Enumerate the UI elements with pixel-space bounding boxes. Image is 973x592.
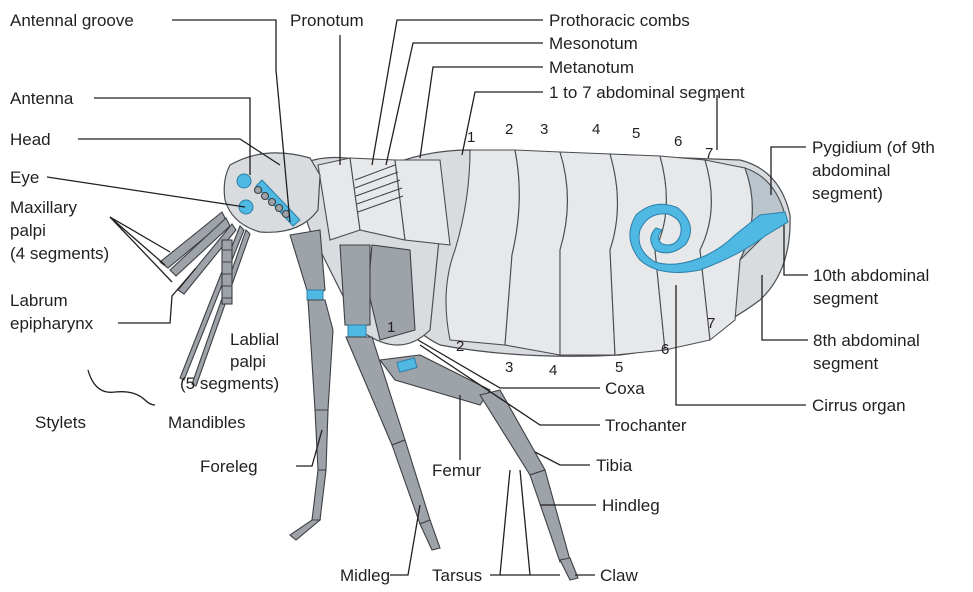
label-foreleg: Foreleg: [200, 457, 258, 476]
label-midleg: Midleg: [340, 566, 390, 585]
label-claw: Claw: [600, 566, 639, 585]
label-cirrus-organ: Cirrus organ: [812, 396, 906, 415]
label-head: Head: [10, 130, 51, 149]
label-antenna: Antenna: [10, 89, 74, 108]
top-number-5: 5: [632, 125, 640, 142]
label-hindleg: Hindleg: [602, 496, 660, 515]
top-number-6: 6: [674, 133, 682, 150]
label-labrum-1: Labrum: [10, 291, 68, 310]
label-tibia: Tibia: [596, 456, 633, 475]
top-number-3: 3: [540, 121, 548, 138]
bottom-number-1: 1: [387, 319, 395, 336]
label-maxillary-2: palpi: [10, 221, 46, 240]
label-8th-2: segment: [813, 354, 878, 373]
label-mandibles: Mandibles: [168, 413, 246, 432]
label-labial-1: Lablial: [230, 330, 279, 349]
label-pygidium-2: abdominal: [812, 161, 890, 180]
bottom-number-2: 2: [456, 338, 464, 355]
label-maxillary-1: Maxillary: [10, 198, 78, 217]
label-femur: Femur: [432, 461, 481, 480]
label-labrum-2: epipharynx: [10, 314, 94, 333]
label-mesonotum: Mesonotum: [549, 34, 638, 53]
label-pygidium-3: segment): [812, 184, 883, 203]
label-tarsus: Tarsus: [432, 566, 482, 585]
label-10th-1: 10th abdominal: [813, 266, 929, 285]
label-pygidium-1: Pygidium (of 9th: [812, 138, 935, 157]
head: [224, 153, 320, 232]
label-eye: Eye: [10, 168, 39, 187]
bottom-number-6: 6: [661, 341, 669, 358]
bottom-number-3: 3: [505, 359, 513, 376]
label-abdominal-segments: 1 to 7 abdominal segment: [549, 83, 745, 102]
label-metanotum: Metanotum: [549, 58, 634, 77]
foreleg: [290, 230, 333, 540]
bottom-number-7: 7: [707, 315, 715, 332]
label-coxa: Coxa: [605, 379, 645, 398]
label-labial-2: palpi: [230, 352, 266, 371]
label-10th-2: segment: [813, 289, 878, 308]
top-number-1: 1: [467, 129, 475, 146]
top-number-4: 4: [592, 121, 600, 138]
label-antennal-groove: Antennal groove: [10, 11, 134, 30]
label-maxillary-3: (4 segments): [10, 244, 109, 263]
bottom-number-4: 4: [549, 362, 557, 379]
bottom-number-5: 5: [615, 359, 623, 376]
top-number-7: 7: [705, 145, 713, 162]
label-labial-3: (5 segments): [180, 374, 279, 393]
label-stylets: Stylets: [35, 413, 86, 432]
label-prothoracic-combs: Prothoracic combs: [549, 11, 690, 30]
label-8th-1: 8th abdominal: [813, 331, 920, 350]
label-pronotum: Pronotum: [290, 11, 364, 30]
top-number-2: 2: [505, 121, 513, 138]
label-trochanter: Trochanter: [605, 416, 687, 435]
